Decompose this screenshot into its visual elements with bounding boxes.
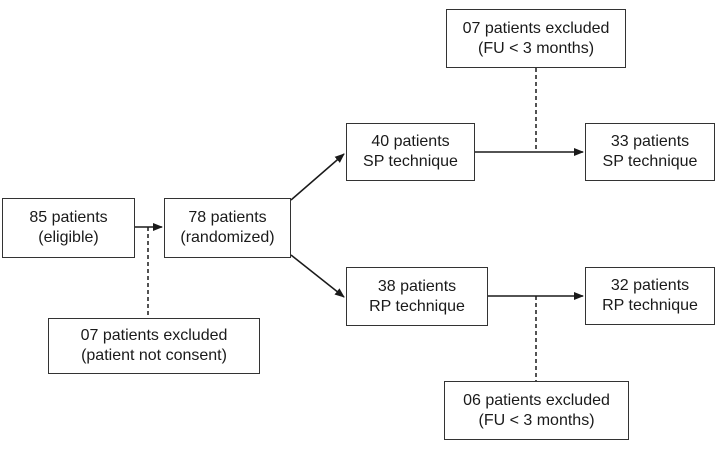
rp-arm-technique: RP technique [369, 297, 465, 315]
rp-arm-count: 38 patients [377, 277, 457, 295]
sp-arm-box: 40 patients SP technique [346, 123, 475, 181]
excluded-rp-reason: (FU < 3 months) [478, 411, 595, 429]
rp-final-count: 32 patients [610, 277, 690, 294]
randomized-note: (randomized) [180, 229, 275, 246]
excluded-consent-box: 07 patients excluded (patient not consen… [48, 318, 260, 374]
sp-arm-count: 40 patients [371, 133, 450, 150]
rp-arm-box: 38 patients RP technique [346, 267, 488, 326]
excluded-sp-reason: (FU < 3 months) [477, 39, 595, 57]
excluded-consent-count: 07 patients excluded [80, 327, 228, 344]
rp-final-box: 32 patients RP technique [585, 267, 715, 325]
sp-final-box: 33 patients SP technique [585, 123, 715, 181]
eligible-note: (eligible) [38, 229, 99, 246]
randomized-box: 78 patients (randomized) [164, 198, 291, 258]
randomized-count: 78 patients [188, 209, 267, 226]
arrow-randomized-to-rp [290, 254, 345, 298]
excluded-consent-reason: (patient not consent) [81, 347, 227, 364]
excluded-rp-count: 06 patients excluded [463, 391, 610, 409]
sp-final-technique: SP technique [602, 153, 698, 170]
excluded-rp-box: 06 patients excluded (FU < 3 months) [444, 381, 629, 440]
excluded-sp-box: 07 patients excluded (FU < 3 months) [446, 9, 626, 68]
sp-arm-technique: SP technique [363, 153, 458, 170]
arrow-randomized-to-sp [290, 153, 345, 201]
eligible-count: 85 patients [29, 209, 108, 226]
excluded-sp-count: 07 patients excluded [462, 19, 610, 37]
eligible-box: 85 patients (eligible) [2, 198, 135, 258]
rp-final-technique: RP technique [602, 297, 698, 314]
sp-final-count: 33 patients [610, 133, 690, 150]
